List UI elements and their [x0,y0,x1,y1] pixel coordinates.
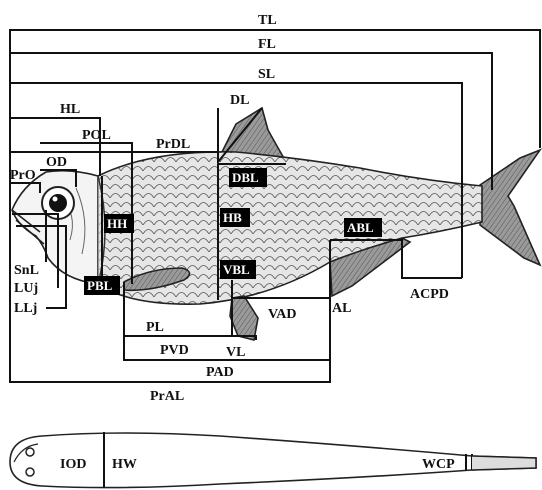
dorsal-body-outline [10,433,536,488]
label-prdl: PrDL [156,137,190,152]
label-pbl: PBL [87,278,113,293]
label-fl: FL [258,37,276,52]
label-iod: IOD [60,457,86,472]
label-wcp: WCP [422,457,455,472]
dorsal-eye-left [26,448,34,456]
label-al: AL [332,301,351,316]
label-pad: PAD [206,365,234,380]
label-pral: PrAL [150,389,184,404]
label-dbl: DBL [232,170,259,185]
label-hl: HL [60,102,80,117]
eye-highlight [53,197,58,202]
fish-dorsal-view: IOD HW WCP [10,432,536,488]
label-pro: PrO [10,168,36,183]
label-hh: HH [107,216,127,231]
label-pol: POL [82,128,111,143]
pelvic-fin [230,296,258,340]
label-acpd: ACPD [410,287,449,302]
label-pvd: PVD [160,343,189,358]
eye-pupil [49,194,67,212]
label-luj: LUj [14,281,38,296]
acpd-line [402,238,462,278]
label-dl: DL [230,93,249,108]
label-pl: PL [146,320,164,335]
label-vad: VAD [268,307,297,322]
dorsal-eye-right [26,468,34,476]
label-tl: TL [258,13,277,28]
label-sl: SL [258,67,275,82]
label-hb: HB [223,210,242,225]
label-vl: VL [226,345,245,360]
label-snl: SnL [14,263,39,278]
caudal-fin [480,150,540,265]
label-hw: HW [112,457,137,472]
label-abl: ABL [347,220,374,235]
label-llj: LLj [14,301,37,316]
dorsal-tail [472,456,536,470]
label-vbl: VBL [223,262,250,277]
label-od: OD [46,155,67,170]
